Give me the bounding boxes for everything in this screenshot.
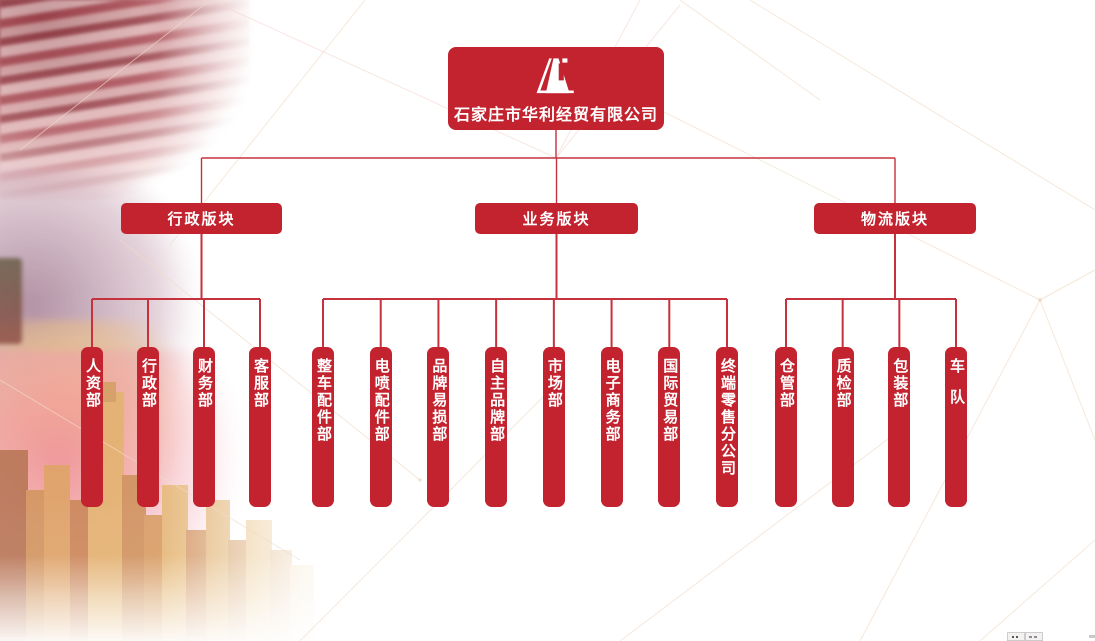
dept-label: 电喷配件部 [372,358,390,443]
dept-node: 行政部 [137,347,159,507]
dept-node: 包装部 [888,347,911,507]
dept-label: 终端零售分公司 [719,358,736,477]
dept-label: 包装部 [891,358,909,409]
mini-toolbar-fragment[interactable] [1007,632,1043,641]
mini-dots-icon[interactable] [1008,633,1024,640]
dept-label: 人资部 [84,358,101,409]
dept-node: 品牌易损部 [427,347,450,507]
dept-node: 客服部 [249,347,271,507]
dept-node: 整车配件部 [312,347,334,507]
dept-label: 自主品牌部 [488,358,506,443]
dept-node: 财务部 [193,347,215,507]
dept-label: 国际贸易部 [661,358,679,443]
dept-node: 电喷配件部 [369,347,392,507]
dept-node: 电子商务部 [600,347,623,507]
dept-label: 客服部 [252,358,269,409]
mini-dashes-icon[interactable] [1026,633,1042,640]
dept-label: 电子商务部 [603,358,621,443]
dept-label: 车队 [948,358,965,420]
dept-label: 质检部 [834,358,852,409]
dept-node: 国际贸易部 [658,347,681,507]
group-header: 行政版块 [121,203,282,234]
company-root-node: 石家庄市华利经贸有限公司 [448,47,664,130]
dept-label: 行政部 [140,358,157,409]
edge-tick-fragment [1089,635,1095,638]
dept-label: 仓管部 [778,358,795,409]
dept-node: 人资部 [81,347,103,507]
dept-label: 财务部 [196,358,213,409]
dept-label: 市场部 [545,358,563,409]
dept-node: 质检部 [831,347,854,507]
dept-node: 终端零售分公司 [716,347,738,507]
dept-node: 自主品牌部 [485,347,508,507]
dept-node: 车队 [945,347,967,507]
dept-node: 仓管部 [775,347,797,507]
company-name: 石家庄市华利经贸有限公司 [453,106,658,124]
group-header: 物流版块 [814,203,976,234]
huali-tower-logo-icon [536,57,574,93]
dept-label: 品牌易损部 [430,358,448,443]
dept-node: 市场部 [542,347,565,507]
dept-label: 整车配件部 [315,358,332,443]
group-header: 业务版块 [475,203,638,234]
